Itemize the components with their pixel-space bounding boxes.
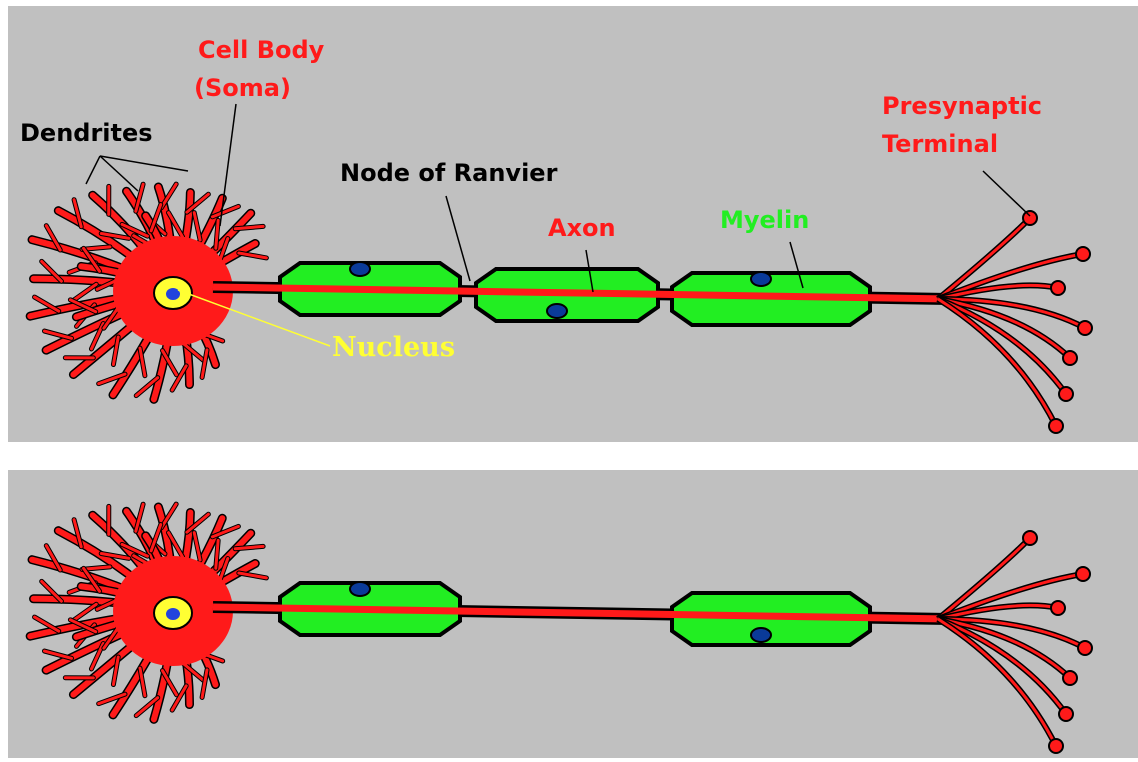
presynaptic-terminal-bulb [1059,387,1073,401]
cell-body-label: Cell Body [198,36,325,64]
axon-label: Axon [548,214,616,242]
terminal-label: Terminal [882,130,998,158]
neuron-diagram-unlabeled [8,470,1138,758]
presynaptic-terminal-bulb [1078,321,1092,335]
dendrites-label: Dendrites [20,119,153,147]
dendrites-leader-1 [86,156,100,184]
schwann-cell-nucleus [350,262,370,276]
presynaptic-terminal-bulb [1063,671,1077,685]
schwann-cell-nucleus [751,272,771,286]
presynaptic-terminal-bulb [1023,211,1037,225]
labeled-neuron-panel: Cell Body (Soma) Dendrites Node of Ranvi… [8,6,1138,442]
soma-label: (Soma) [194,74,291,102]
presynaptic-terminal-bulb [1076,247,1090,261]
presynaptic-terminal-leader [983,171,1030,216]
unlabeled-neuron-panel [8,470,1138,758]
nucleolus [166,608,180,620]
presynaptic-terminal-bulb [1076,567,1090,581]
presynaptic-terminal-bulb [1023,531,1037,545]
nucleus-label: Nucleus [332,332,455,363]
schwann-cell-nucleus [751,628,771,642]
presynaptic-terminal-bulb [1049,419,1063,433]
myelin-label: Myelin [720,206,809,234]
dendrite-twig [73,284,96,300]
schwann-cell-nucleus [350,582,370,596]
dendrite-twig [73,604,96,620]
presynaptic-terminal-bulb [1049,739,1063,753]
presynaptic-terminal-bulb [1078,641,1092,655]
neuron-illustration [30,504,1092,753]
presynaptic-terminal-bulb [1059,707,1073,721]
node-of-ranvier-label: Node of Ranvier [340,159,558,187]
presynaptic-label: Presynaptic [882,92,1042,120]
presynaptic-terminal-bulb [1051,281,1065,295]
neuron-diagram-labeled: Cell Body (Soma) Dendrites Node of Ranvi… [8,6,1138,442]
presynaptic-terminal-bulb [1051,601,1065,615]
nucleolus [166,288,180,300]
schwann-cell-nucleus [547,304,567,318]
presynaptic-terminal-bulb [1063,351,1077,365]
